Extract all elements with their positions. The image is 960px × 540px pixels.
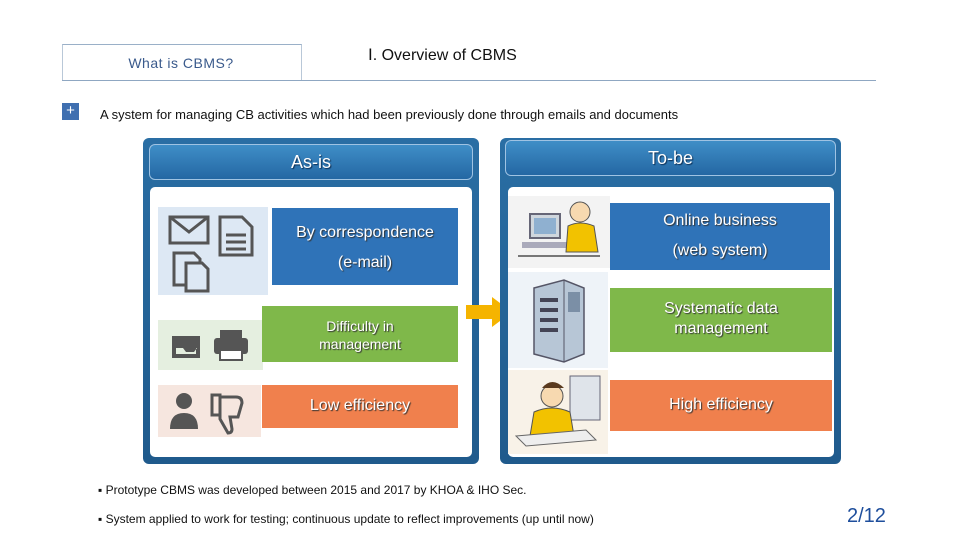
slide-title: Ⅰ. Overview of CBMS <box>368 47 517 64</box>
to-be-row-2-label: Systematic data management <box>610 288 832 352</box>
to-be-row-1-label: Online business (web system) <box>610 203 830 270</box>
to-be-row-3-line1: High efficiency <box>669 396 773 413</box>
as-is-row-2-label: Difficulty in management <box>262 306 458 362</box>
to-be-heading: To-be <box>505 140 836 176</box>
to-be-row-1-line1: Online business <box>663 212 777 229</box>
header-divider <box>62 80 876 81</box>
to-be-row-3-label: High efficiency <box>610 380 832 431</box>
note-2: ▪ System applied to work for testing; co… <box>98 512 594 526</box>
correspondence-icon-box <box>158 207 268 295</box>
copy-icon <box>172 251 210 293</box>
page-number: 2/12 <box>847 505 886 527</box>
thumbs-down-icon <box>210 393 244 435</box>
to-be-row-2-line1: Systematic data <box>664 300 778 317</box>
printer-icon <box>214 330 248 361</box>
as-is-row-1-label: By correspondence (e-mail) <box>272 208 458 285</box>
efficiency-icon-box <box>158 385 261 437</box>
as-is-row-3-label: Low efficiency <box>262 385 458 428</box>
as-is-row-1-line2: (e-mail) <box>337 254 393 271</box>
as-is-row-2-line1: Difficulty in <box>326 318 394 334</box>
as-is-row-3-line1: Low efficiency <box>309 397 411 414</box>
plus-icon: + <box>62 103 79 120</box>
document-icon <box>218 215 254 257</box>
as-is-row-1-line1: By correspondence <box>296 224 434 241</box>
to-be-row-1-line2: (web system) <box>672 242 768 259</box>
person-on-phone-illustration <box>508 370 608 454</box>
to-be-row-2-line2: management <box>674 320 768 337</box>
server-illustration <box>508 272 608 368</box>
management-icon-box <box>158 320 263 370</box>
person-at-computer-illustration <box>508 196 610 268</box>
note-1: ▪ Prototype CBMS was developed between 2… <box>98 483 527 497</box>
section-tab <box>62 44 302 81</box>
as-is-heading: As-is <box>149 144 473 180</box>
section-tab-label: What is CBMS? <box>128 55 234 71</box>
envelope-icon <box>168 215 210 245</box>
user-icon <box>170 393 198 429</box>
as-is-row-2-line2: management <box>319 336 401 352</box>
inbox-icon <box>172 336 200 358</box>
intro-text: A system for managing CB activities whic… <box>100 107 679 122</box>
